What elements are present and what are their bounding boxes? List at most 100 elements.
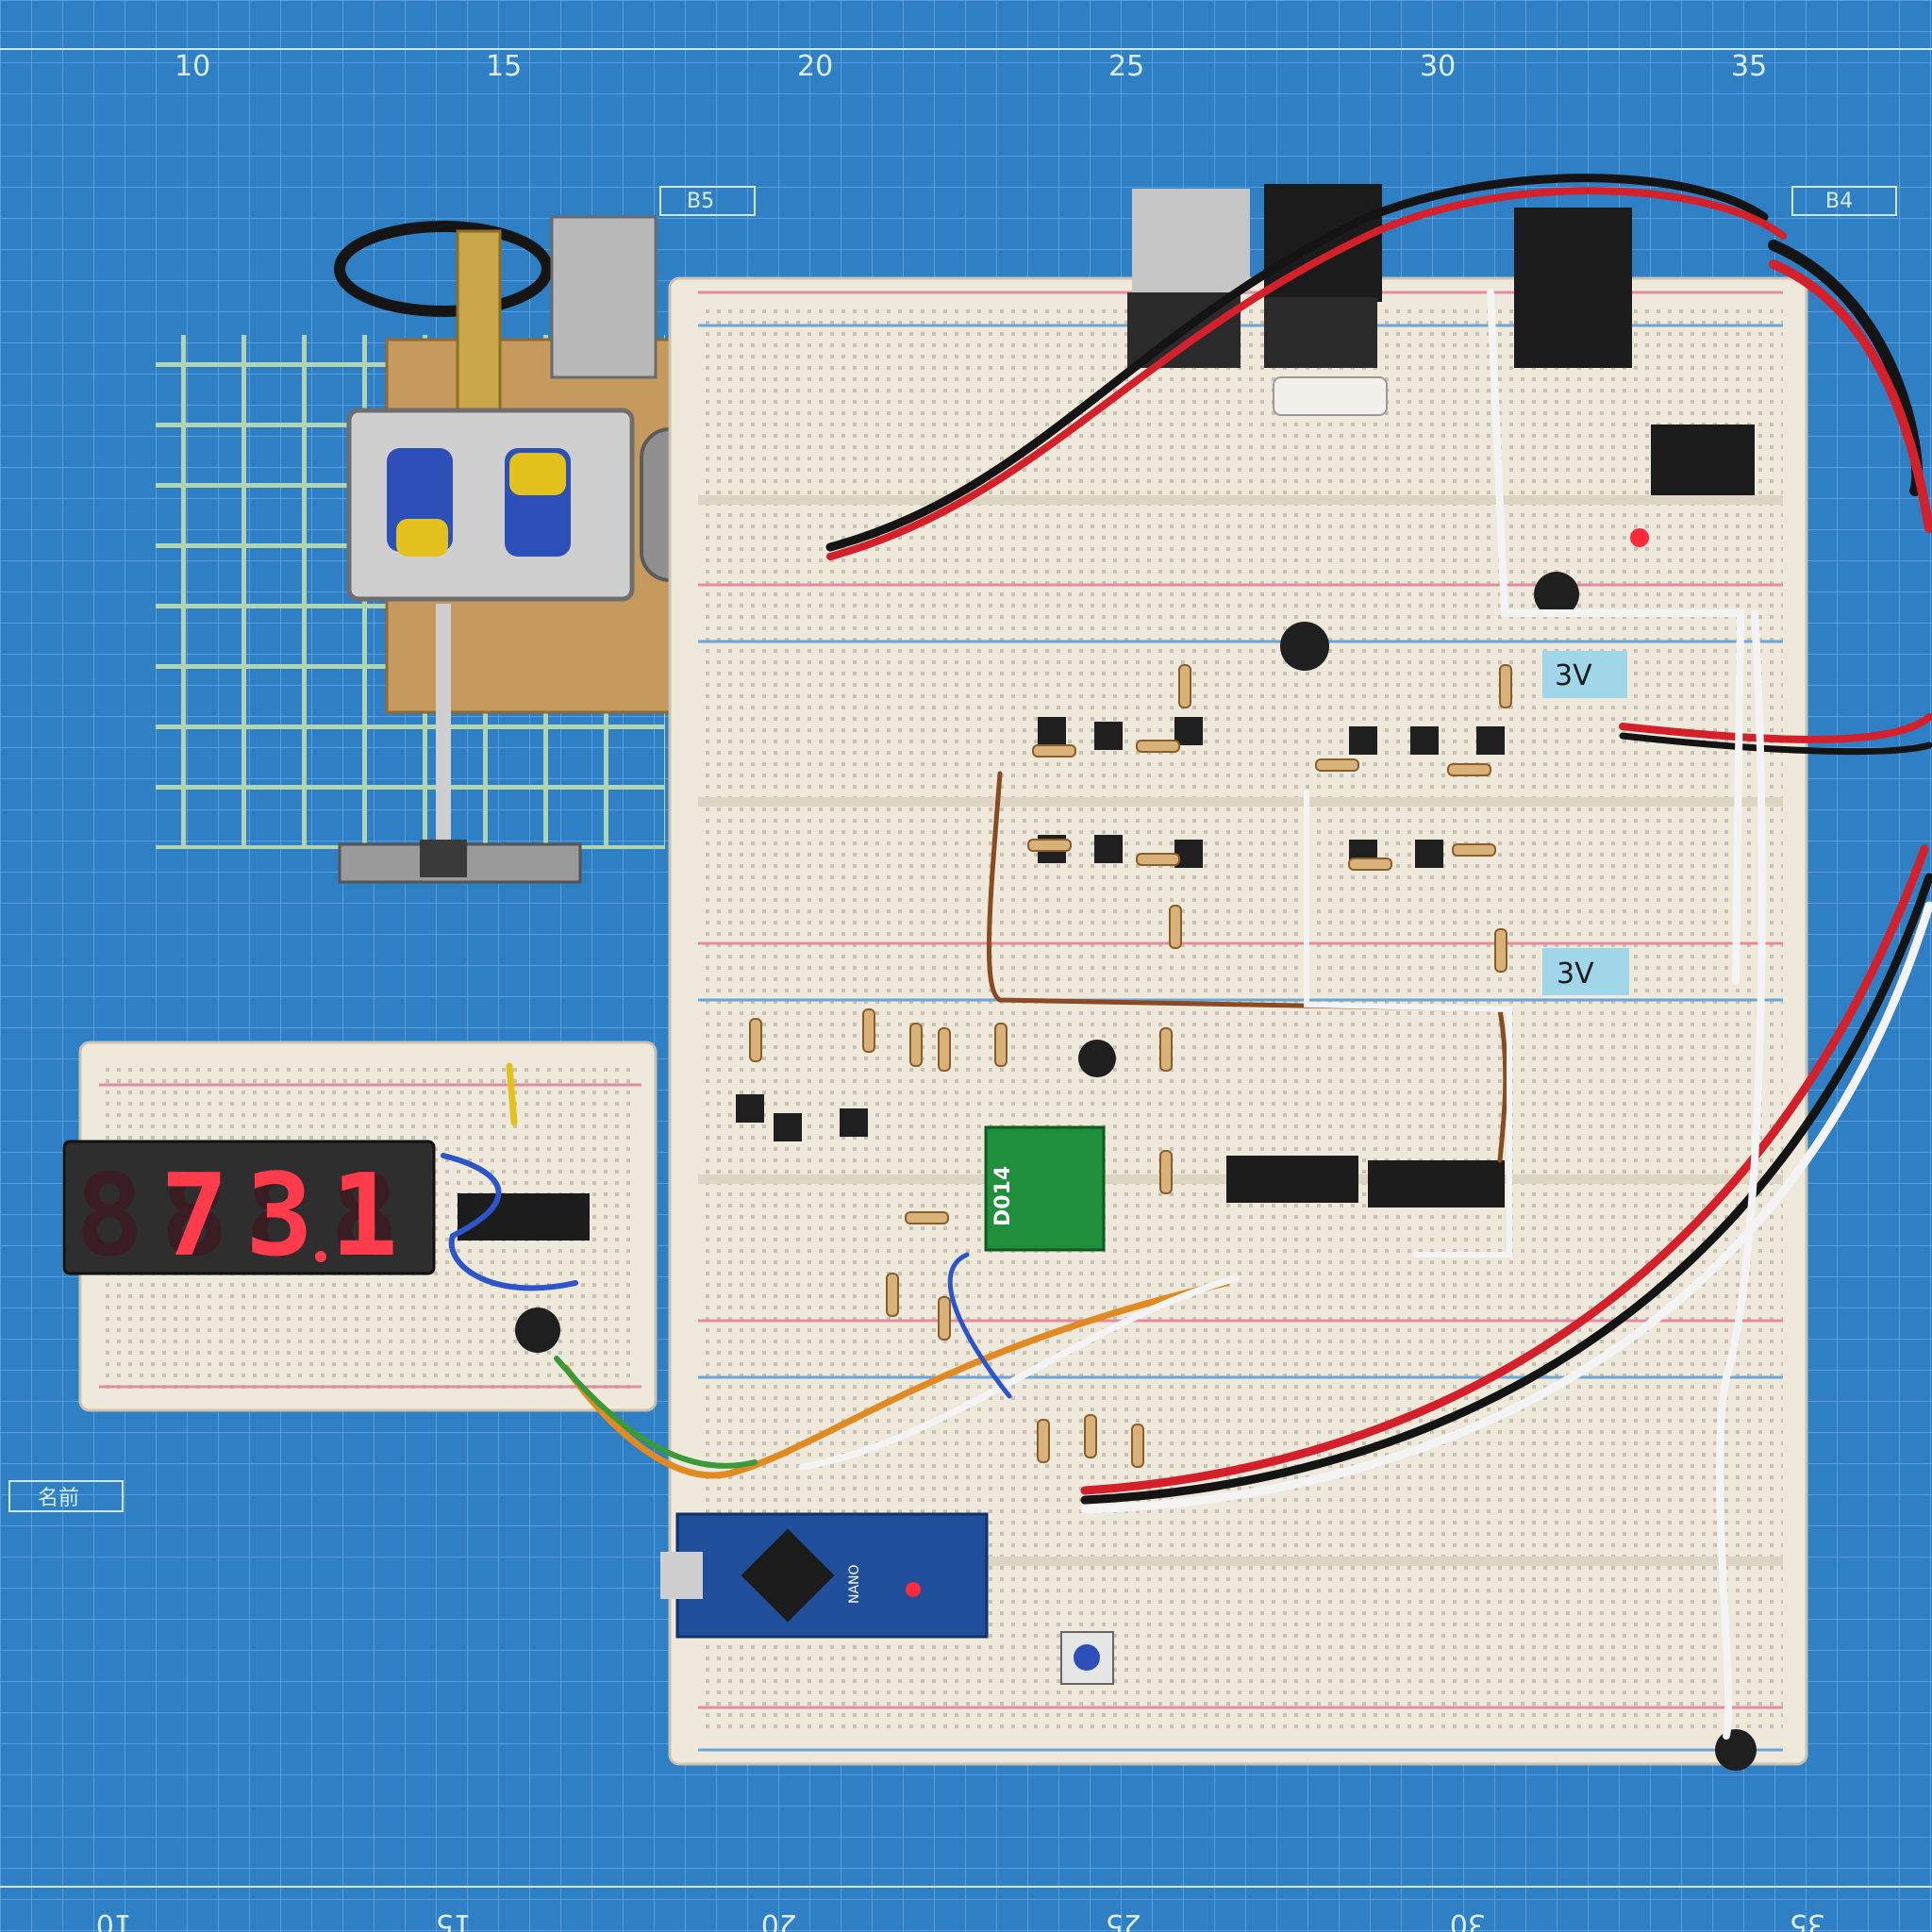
wire-white — [1715, 609, 1766, 1740]
resistor — [886, 1273, 899, 1317]
resistor — [749, 1018, 762, 1062]
voltage-sticker-top — [1542, 651, 1627, 698]
wire-yellow — [506, 1062, 518, 1126]
heatsink-silver — [1132, 189, 1250, 292]
wire-white — [1487, 289, 1745, 985]
mat-ruler-bottom-35: 35 — [1790, 1907, 1825, 1932]
wire-black — [1619, 732, 1932, 756]
resistor — [1499, 664, 1512, 708]
mat-mark-b5-box — [659, 186, 756, 216]
electrolytic-capacitor — [1280, 622, 1329, 671]
resistor — [905, 1211, 949, 1224]
electrolytic-capacitor — [1534, 572, 1579, 617]
sensor-bracket — [550, 215, 658, 379]
voltage-label-top: 3V — [1555, 659, 1592, 692]
transistor — [736, 1094, 764, 1123]
led-icon — [906, 1582, 921, 1597]
transistor — [1174, 717, 1203, 745]
wire-white — [1304, 790, 1512, 1257]
seven-segment-display: 8 8 8 8 7 3 1 — [62, 1140, 436, 1282]
transistor — [1476, 726, 1505, 755]
display-digit-3-ghost: 8 — [245, 1151, 313, 1282]
wire-black — [825, 174, 1769, 552]
power-resistor — [1273, 376, 1388, 416]
breadboard-center-channel — [698, 495, 1783, 505]
resistor — [1159, 1150, 1173, 1194]
display-digit-2: 7 — [160, 1151, 228, 1282]
wire-red — [1619, 713, 1932, 743]
arduino-label: NANO — [847, 1564, 862, 1604]
transistor — [774, 1113, 802, 1141]
resistor — [1032, 744, 1076, 758]
resistor — [1159, 1027, 1173, 1072]
wire-blue — [947, 1252, 1012, 1399]
seven-segment-body — [62, 1140, 436, 1275]
mat-ruler-bottom-10: 10 — [96, 1907, 132, 1932]
pulley-wheel — [334, 221, 553, 317]
resistor — [1169, 905, 1182, 949]
mat-mark-b5: B5 — [687, 190, 714, 213]
display-digit-4: 1 — [330, 1151, 398, 1282]
wire-black — [1080, 873, 1932, 1505]
yellow-gear-left — [396, 519, 448, 557]
breadboard-center-channel — [698, 797, 1783, 807]
resistor — [1037, 1419, 1050, 1463]
display-digit-2-ghost: 8 — [160, 1151, 228, 1282]
mat-ruler-top-35: 35 — [1731, 50, 1767, 83]
mat-ruler-top-10: 10 — [175, 50, 210, 83]
resistor — [1447, 763, 1491, 776]
wire-red — [826, 187, 1787, 560]
electrolytic-capacitor — [1715, 1729, 1757, 1771]
mat-mark-b4: B4 — [1825, 190, 1853, 213]
led-icon — [1630, 528, 1649, 547]
mat-ruler-top-30: 30 — [1420, 50, 1456, 83]
wire-white — [798, 1274, 1240, 1471]
arduino-chip — [741, 1528, 835, 1623]
op-amp-ic — [1368, 1160, 1505, 1208]
mat-mark-b4-box — [1791, 186, 1897, 216]
resistor — [994, 1023, 1008, 1067]
transistor — [840, 1108, 868, 1137]
mat-ruler-bottom-30: 30 — [1450, 1907, 1486, 1932]
transistor — [1415, 840, 1443, 868]
resistor — [1315, 758, 1359, 772]
resistor — [938, 1296, 951, 1341]
voltage-label-middle: 3V — [1557, 958, 1594, 991]
electrolytic-capacitor — [1078, 1040, 1116, 1077]
brass-shaft — [456, 229, 502, 441]
heatsink-icon — [1127, 184, 1632, 368]
electrolytic-capacitor — [515, 1307, 560, 1353]
resistor — [1027, 839, 1072, 852]
wire-orange — [562, 1279, 1230, 1479]
resistor — [1131, 1424, 1144, 1468]
regulator-2 — [1264, 297, 1377, 368]
resistor — [1452, 843, 1496, 857]
breadboard-center-channel — [698, 1557, 1783, 1566]
dc-jack — [1651, 425, 1755, 495]
resistor — [1136, 740, 1180, 753]
wire-red — [1769, 259, 1932, 533]
mat-ruler-top-20: 20 — [797, 50, 833, 83]
mat-mark-name: 名前 — [38, 1487, 79, 1510]
display-digit-3: 3 — [245, 1151, 313, 1282]
transistor — [1094, 835, 1123, 863]
wire-blue — [441, 1153, 578, 1291]
trimmer-knob — [1074, 1644, 1100, 1671]
wire-red — [1080, 844, 1929, 1495]
resistor — [1348, 858, 1392, 871]
mat-ruler-top-15: 15 — [486, 50, 522, 83]
op-amp-ic — [1226, 1156, 1358, 1203]
resistor — [938, 1027, 951, 1072]
yellow-gear-right — [509, 453, 566, 495]
mat-ruler-top-25: 25 — [1108, 50, 1144, 83]
resistor — [1494, 928, 1507, 973]
display-digit-4-ghost: 8 — [330, 1151, 398, 1282]
transistor — [1410, 726, 1439, 755]
wire-white — [1080, 901, 1932, 1514]
shaft-collar — [420, 840, 467, 877]
gearbox-icon — [334, 215, 676, 884]
heatsink-black-2 — [1514, 208, 1632, 368]
display-digit-1-ghost: 8 — [75, 1151, 143, 1282]
mat-ruler-bottom-25: 25 — [1106, 1907, 1141, 1932]
